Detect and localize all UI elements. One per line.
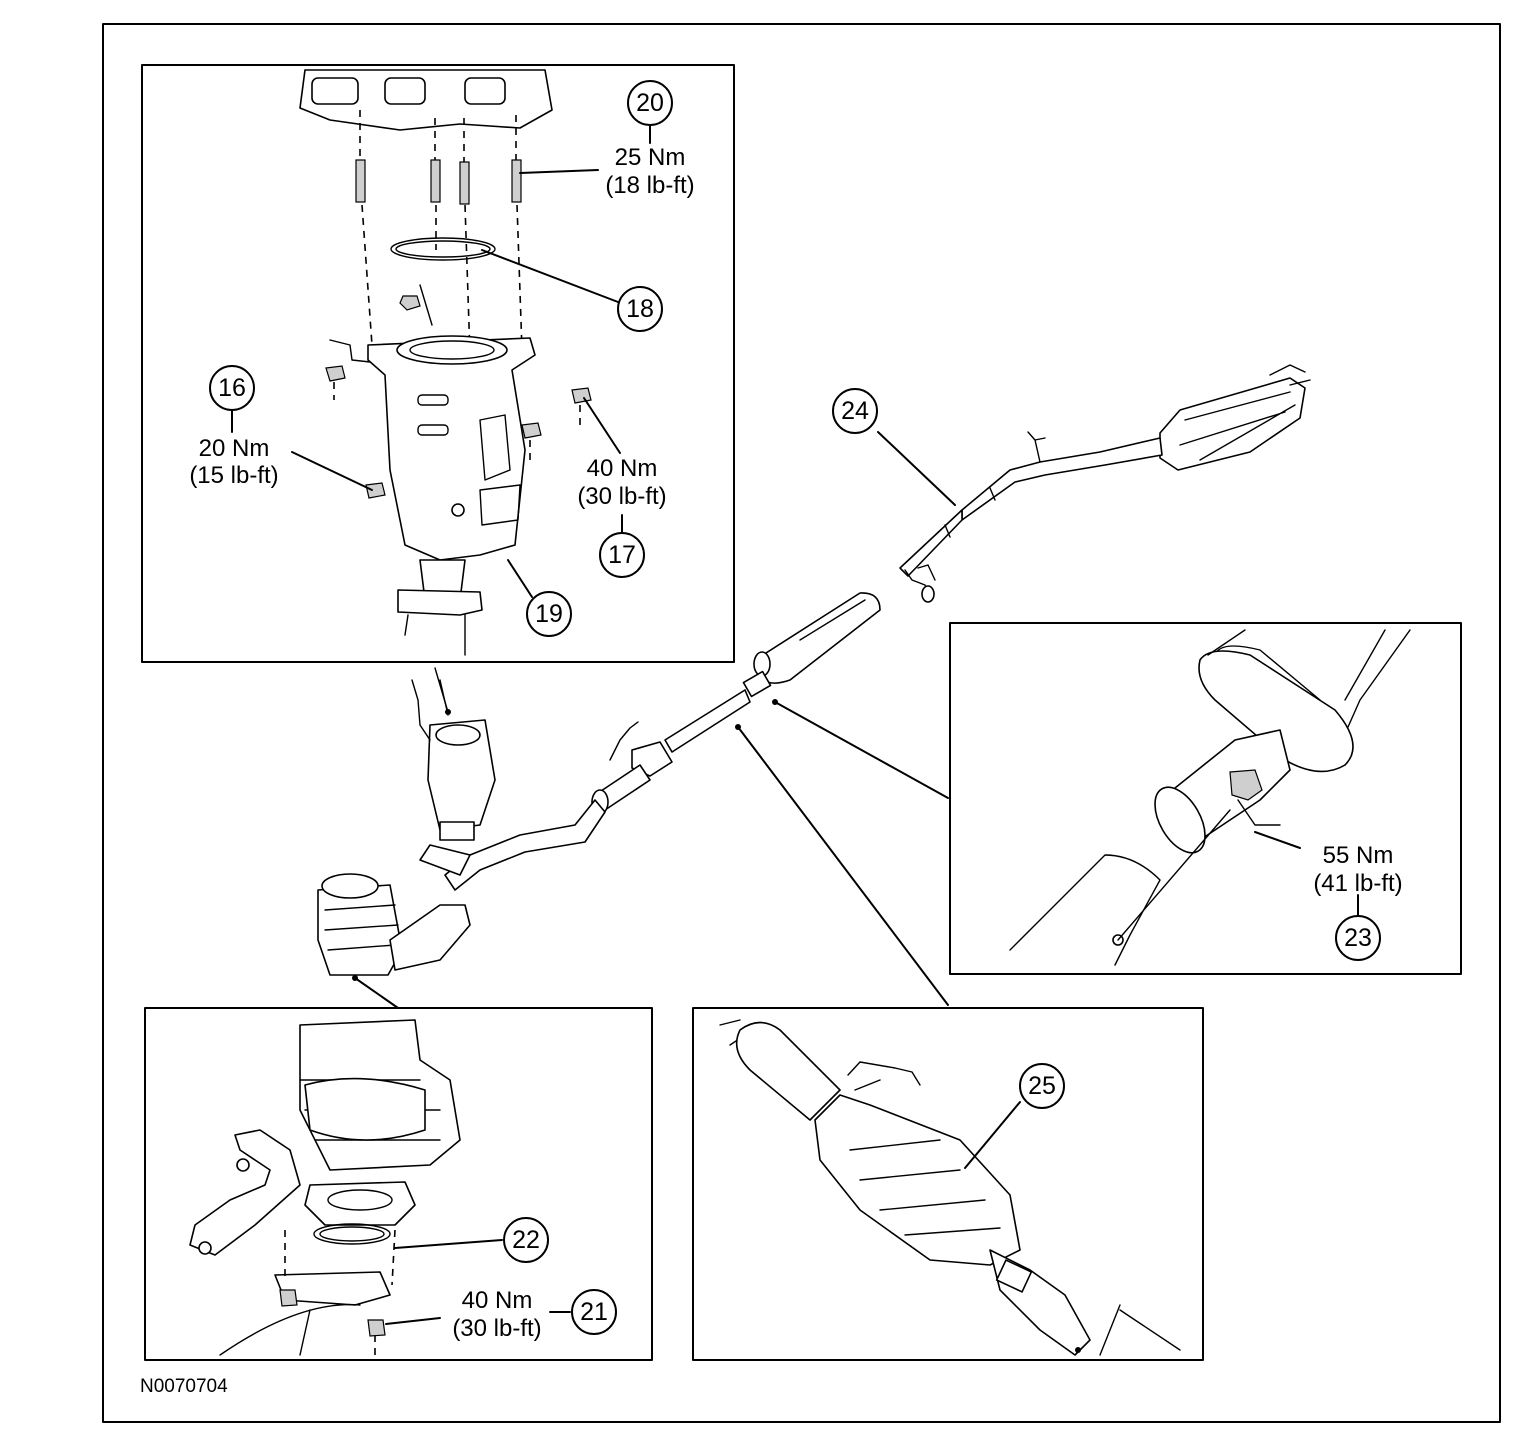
callout-16-number: 16 <box>218 374 246 402</box>
callout-25: 25 <box>1019 1063 1065 1109</box>
callout-23: 23 <box>1335 915 1381 961</box>
torque-16-lbft: (15 lb-ft) <box>189 462 278 489</box>
callout-16: 16 <box>209 365 255 411</box>
callout-22-number: 22 <box>512 1226 540 1254</box>
torque-21-lbft: (30 lb-ft) <box>452 1315 541 1342</box>
upper-left-detail-box <box>141 64 735 663</box>
torque-17-lbft: (30 lb-ft) <box>577 483 666 510</box>
callout-20-number: 20 <box>636 89 664 117</box>
callout-19-number: 19 <box>535 600 563 628</box>
torque-23-nm: 55 Nm <box>1323 842 1394 869</box>
callout-18-number: 18 <box>626 295 654 323</box>
converter-detail-frame <box>692 1007 1204 1361</box>
callout-17: 17 <box>599 532 645 578</box>
bottom-left-detail-box <box>144 1007 653 1361</box>
callout-20: 20 <box>627 80 673 126</box>
figure-id: N0070704 <box>140 1376 228 1397</box>
callout-19: 19 <box>526 591 572 637</box>
torque-16-nm: 20 Nm <box>199 435 270 462</box>
callout-24: 24 <box>832 388 878 434</box>
torque-17-nm: 40 Nm <box>587 455 658 482</box>
callout-23-number: 23 <box>1344 924 1372 952</box>
callout-25-number: 25 <box>1028 1072 1056 1100</box>
detail-box-frame <box>141 64 735 663</box>
right-detail-box <box>949 622 1462 975</box>
callout-18: 18 <box>617 286 663 332</box>
torque-21-nm: 40 Nm <box>462 1287 533 1314</box>
callout-22: 22 <box>503 1217 549 1263</box>
torque-20-lbft: (18 lb-ft) <box>605 172 694 199</box>
torque-23-lbft: (41 lb-ft) <box>1313 870 1402 897</box>
main-exhaust-assembly <box>317 364 1311 981</box>
callout-21: 21 <box>571 1289 617 1335</box>
outer-frame <box>102 23 1501 1423</box>
connector-leaders <box>354 431 956 1009</box>
bottom-right-detail-box <box>692 1007 1204 1361</box>
callout-21-number: 21 <box>580 1298 608 1326</box>
torque-20-nm: 25 Nm <box>615 144 686 171</box>
clamp-detail-frame <box>949 622 1462 975</box>
callout-24-number: 24 <box>841 397 869 425</box>
callout-17-number: 17 <box>608 541 636 569</box>
